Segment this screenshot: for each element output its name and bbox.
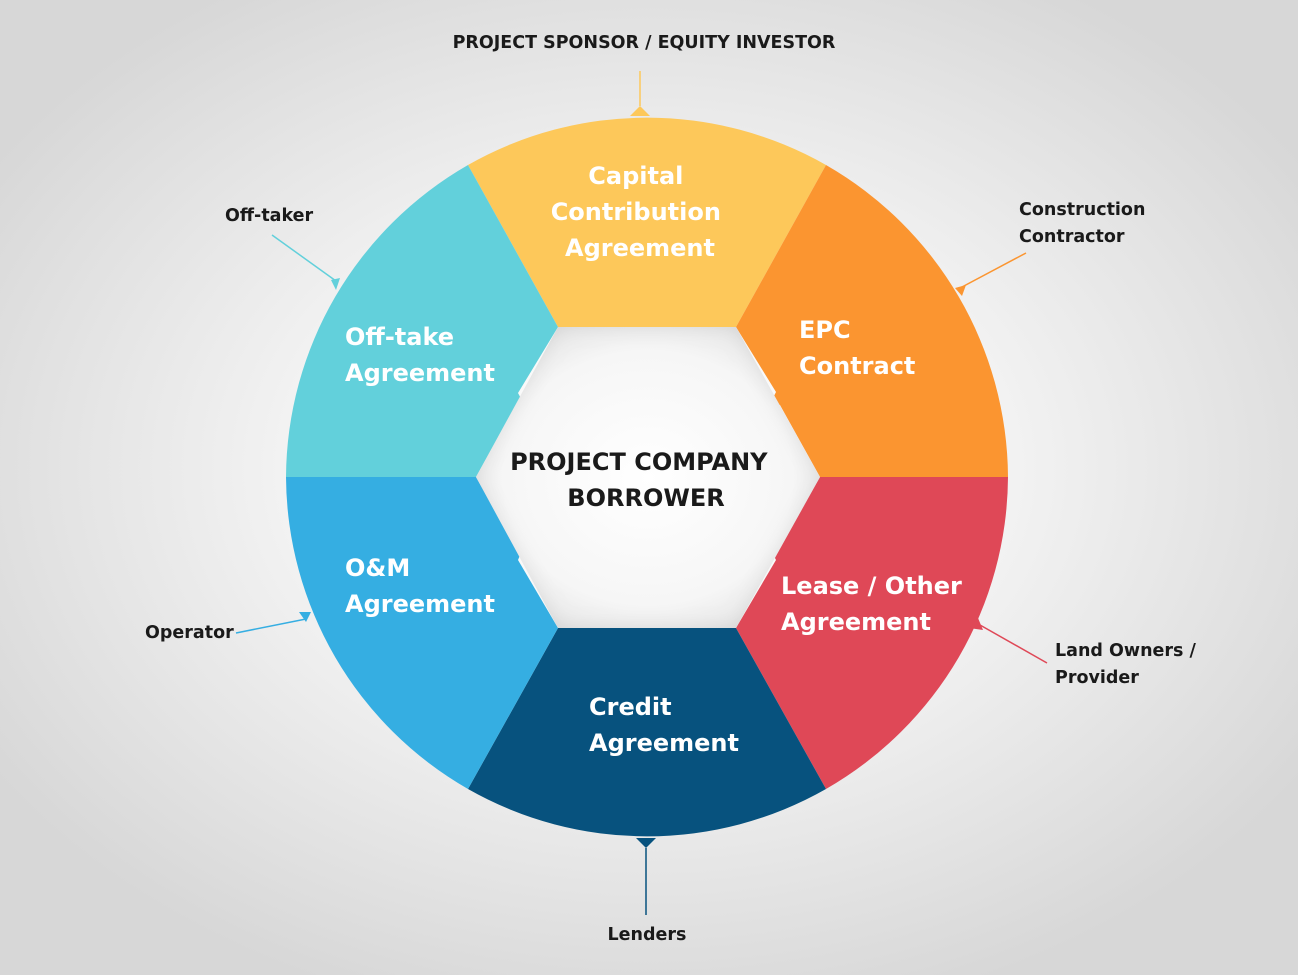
- connector-contractor: [961, 252, 1027, 288]
- segment-om-label: O&M Agreement: [345, 554, 495, 618]
- center-hub: PROJECT COMPANY BORROWER: [476, 327, 820, 628]
- party-sponsor: PROJECT SPONSOR / EQUITY INVESTOR: [453, 33, 836, 53]
- party-contractor: Construction Contractor: [1019, 200, 1152, 247]
- party-lenders: Lenders: [608, 925, 687, 945]
- segment-credit-wedge: [468, 619, 826, 837]
- segment-om-wedge: [286, 477, 558, 789]
- segment-capital: Capital Contribution Agreement: [468, 117, 826, 336]
- segment-capital-wedge: [468, 117, 826, 336]
- connector-operator: [235, 618, 307, 634]
- segment-epc-wedge: [736, 165, 1008, 477]
- segment-offtake-label: Off-take Agreement: [345, 323, 495, 387]
- segment-lease-wedge: [736, 477, 1008, 789]
- segment-offtake: Off-take Agreement: [286, 165, 558, 477]
- segment-epc: EPC Contract: [736, 165, 1008, 477]
- segment-capital-label: Capital Contribution Agreement: [551, 162, 730, 262]
- party-labels: PROJECT SPONSOR / EQUITY INVESTOR Constr…: [145, 33, 1202, 945]
- center-label: PROJECT COMPANY BORROWER: [510, 448, 776, 512]
- segment-credit-label: Credit Agreement: [589, 693, 739, 757]
- connector-landowners: [979, 624, 1048, 664]
- segment-credit: Credit Agreement: [468, 619, 826, 837]
- segment-om: O&M Agreement: [286, 477, 558, 789]
- segment-lease-label: Lease / Other Agreement: [781, 572, 970, 636]
- party-landowners: Land Owners / Provider: [1055, 641, 1202, 688]
- segment-lease: Lease / Other Agreement: [736, 477, 1008, 789]
- segment-offtake-wedge: [286, 165, 558, 477]
- center-hexagon: [476, 327, 820, 628]
- connector-offtaker: [271, 234, 337, 282]
- party-offtaker: Off-taker: [225, 206, 314, 226]
- rim-notches: [299, 106, 983, 848]
- connector-lines: [235, 71, 1048, 915]
- party-operator: Operator: [145, 623, 234, 643]
- segment-epc-label: EPC Contract: [799, 316, 915, 380]
